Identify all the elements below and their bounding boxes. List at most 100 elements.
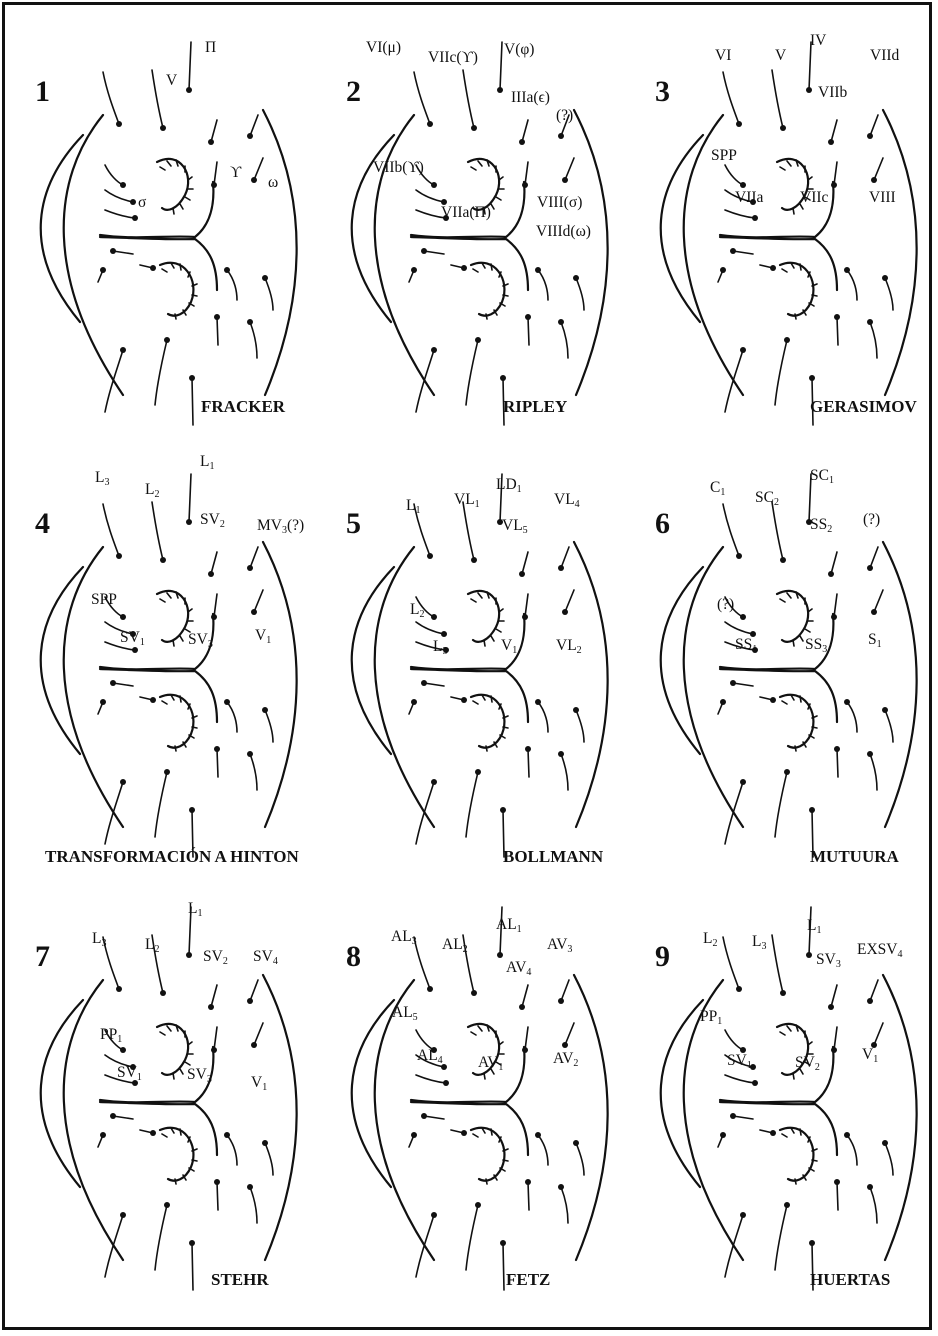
seta — [837, 317, 838, 345]
seta-label: SV1 — [117, 1065, 142, 1083]
crochet-upper — [157, 1024, 188, 1075]
seta — [561, 322, 568, 358]
seta-base — [251, 609, 257, 615]
seta-base — [834, 1179, 840, 1185]
seta — [561, 1187, 568, 1223]
seta — [561, 980, 569, 1001]
seta-label: V — [775, 48, 786, 64]
seta-label: VI(μ) — [366, 40, 401, 56]
seta-base — [844, 1132, 850, 1138]
seta-base — [431, 347, 437, 353]
seta-label: VL1 — [454, 492, 480, 510]
seta-base — [844, 267, 850, 273]
seta-base — [740, 182, 746, 188]
seta — [723, 504, 739, 556]
seta-base — [189, 1240, 195, 1246]
seta — [538, 1135, 548, 1165]
seta-label: SC1 — [810, 468, 834, 486]
seta — [525, 162, 528, 185]
crochet-upper — [468, 591, 499, 642]
seta-base — [421, 1113, 427, 1119]
right-outer-curve — [574, 542, 608, 827]
seta — [466, 1205, 478, 1270]
seta — [870, 547, 878, 568]
seta — [809, 42, 811, 90]
seta-label: AV3 — [547, 937, 572, 955]
crochet-upper — [468, 159, 499, 210]
seta-label: L3 — [433, 639, 447, 657]
seta — [254, 590, 263, 612]
seta-base — [558, 565, 564, 571]
seta-label: VL4 — [554, 492, 580, 510]
seta-base — [214, 746, 220, 752]
seta-base — [164, 1202, 170, 1208]
seta-base — [160, 125, 166, 131]
seta — [189, 42, 191, 90]
seta — [831, 552, 837, 574]
seta-base — [471, 125, 477, 131]
seta — [424, 1116, 444, 1119]
seta-base — [525, 1179, 531, 1185]
seta-base — [110, 1113, 116, 1119]
seta-label: AL5 — [392, 1005, 418, 1023]
seta-base — [730, 680, 736, 686]
seta-label: L2 — [703, 931, 717, 949]
seta-base — [120, 614, 126, 620]
seta-base — [558, 751, 564, 757]
plate-2: 2RIPLEYVI(μ)VIIc(ϒ)V(φ)IIIa(ϵ)(?)VIIb(ϒ)… — [316, 0, 626, 430]
seta-base — [461, 265, 467, 271]
seta-label: VIId — [870, 48, 899, 64]
seta — [725, 1215, 743, 1277]
seta-base — [740, 347, 746, 353]
seta-base — [522, 1047, 528, 1053]
author-name: FRACKER — [201, 397, 285, 417]
right-outer-curve — [263, 542, 297, 827]
seta-label: (?) — [717, 597, 734, 613]
author-name: GERASIMOV — [810, 397, 917, 417]
seta — [528, 317, 529, 345]
seta — [424, 251, 444, 254]
seta-label: PP1 — [100, 1027, 122, 1045]
seta — [565, 1023, 574, 1045]
seta-base — [522, 182, 528, 188]
plate-8: 8FETZAL3AL2AL1AV4AV3AL5AL4AV1AV2 — [316, 865, 626, 1295]
seta-label: V1 — [862, 1047, 878, 1065]
seta-base — [411, 267, 417, 273]
seta — [113, 1116, 133, 1119]
left-outer-curve — [41, 567, 83, 754]
fork-upper — [100, 182, 213, 237]
plate-number: 6 — [655, 507, 670, 541]
seta-base — [784, 1202, 790, 1208]
seta — [561, 754, 568, 790]
seta-base — [770, 265, 776, 271]
seta-base — [116, 986, 122, 992]
seta-label: SS2 — [810, 517, 832, 535]
seta-label: Π — [205, 40, 216, 56]
seta-base — [573, 275, 579, 281]
seta-base — [730, 248, 736, 254]
seta-base — [100, 699, 106, 705]
seta — [775, 1205, 787, 1270]
seta — [725, 782, 743, 844]
seta — [538, 702, 548, 732]
seta — [725, 1030, 743, 1050]
seta — [834, 162, 837, 185]
author-name: FETZ — [506, 1270, 550, 1290]
seta — [733, 1116, 753, 1119]
seta-label: SV2 — [203, 949, 228, 967]
author-name: BOLLMANN — [503, 847, 603, 867]
fork-lower — [720, 1102, 837, 1155]
seta-label: VL5 — [502, 518, 528, 536]
seta-base — [558, 1184, 564, 1190]
seta-label: AL4 — [417, 1048, 443, 1066]
seta — [723, 937, 739, 989]
seta-base — [189, 807, 195, 813]
seta-base — [871, 177, 877, 183]
crochet-upper — [777, 591, 808, 642]
seta-base — [132, 215, 138, 221]
seta — [105, 190, 133, 202]
seta-base — [116, 553, 122, 559]
fork-lower — [720, 237, 837, 290]
seta-base — [421, 248, 427, 254]
